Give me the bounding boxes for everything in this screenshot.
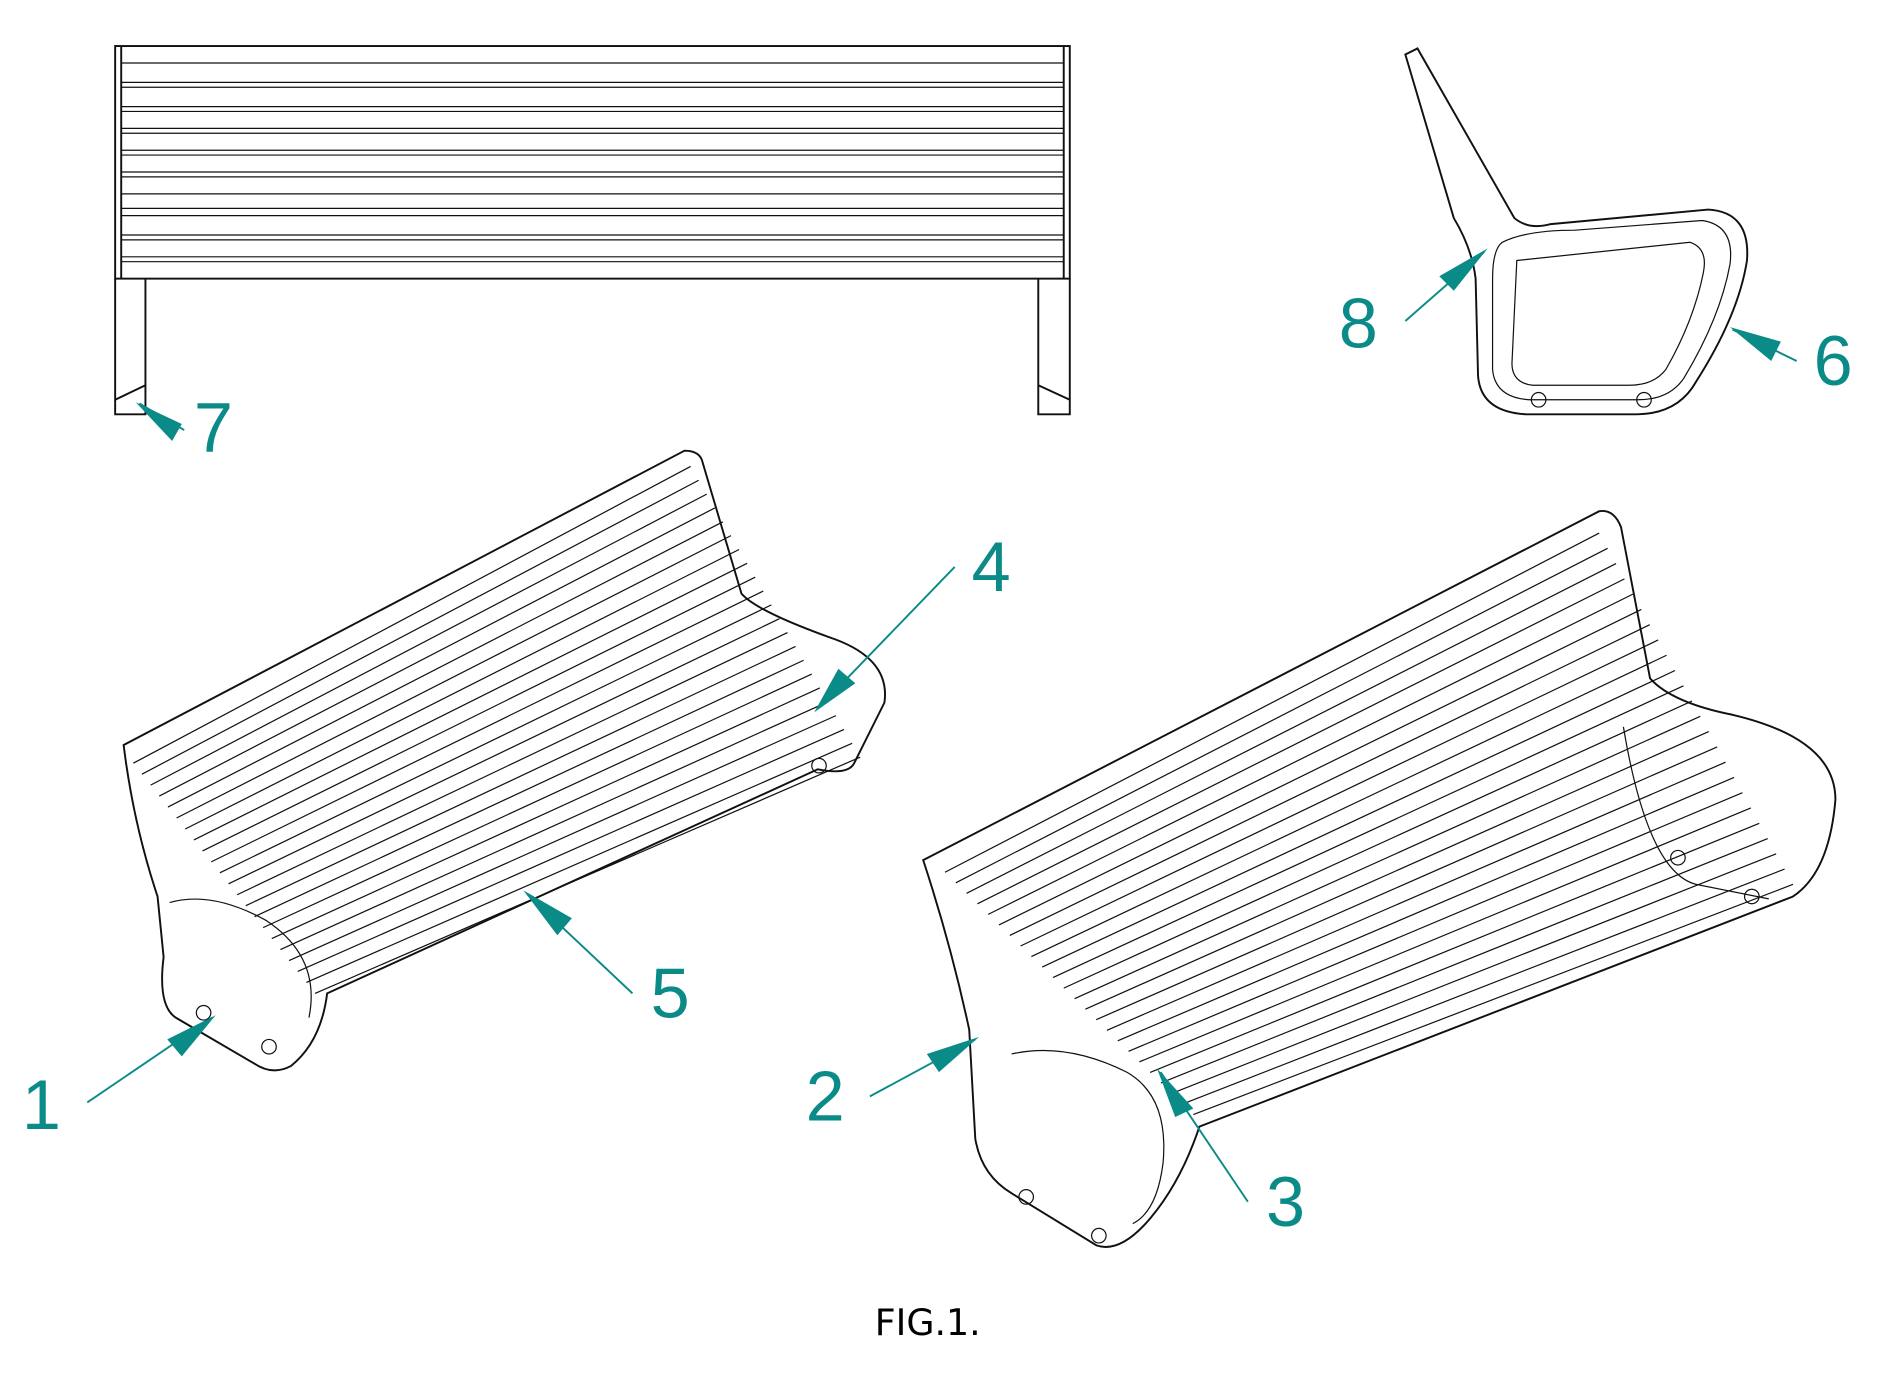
slat-line — [1052, 685, 1684, 979]
slat-line — [297, 728, 845, 973]
figure-caption: FIG.1. — [875, 1301, 981, 1344]
slat-line — [1139, 807, 1752, 1063]
slat-line — [998, 608, 1642, 926]
slat-line — [236, 632, 788, 896]
slat-line — [1149, 822, 1760, 1073]
label-2: 2 — [806, 1057, 845, 1136]
slat-line — [184, 548, 740, 830]
label-5: 5 — [651, 954, 690, 1033]
slat-line — [254, 659, 804, 918]
slat-line — [944, 532, 1600, 873]
slat-line — [133, 465, 691, 764]
reference-leaders — [86, 248, 1798, 1203]
bench-side-view — [1404, 47, 1749, 416]
slat-line — [306, 742, 853, 983]
slat-line — [1074, 715, 1701, 1000]
label-4: 4 — [972, 527, 1011, 606]
slat-line — [262, 673, 812, 929]
slat-line — [167, 521, 724, 808]
slat-line — [987, 593, 1634, 915]
label-1: 1 — [22, 1065, 61, 1144]
label-6: 6 — [1814, 321, 1853, 400]
bench-isometric-front — [122, 449, 886, 1072]
bench-front-view — [114, 45, 1071, 416]
slat-line — [966, 563, 1617, 894]
slat-line — [193, 562, 748, 841]
slat-line — [1063, 700, 1693, 989]
slat-line — [314, 756, 861, 994]
bench-isometric-rear — [922, 509, 1837, 1248]
label-8: 8 — [1339, 284, 1378, 363]
slat-line — [1128, 792, 1743, 1052]
slat-line — [141, 479, 699, 775]
slat-line — [210, 590, 764, 863]
slat-line — [228, 618, 780, 885]
slat-line — [176, 535, 732, 819]
slat-line — [977, 578, 1625, 905]
label-7: 7 — [194, 388, 233, 467]
slat-line — [280, 701, 829, 951]
slat-line — [245, 645, 796, 907]
slat-line — [150, 493, 708, 786]
slat-line — [1085, 731, 1709, 1010]
slat-line — [1171, 853, 1777, 1095]
slat-line — [271, 687, 821, 940]
slat-line — [219, 604, 772, 874]
slat-line — [1160, 837, 1768, 1084]
slat-line — [1117, 776, 1735, 1042]
slat-line — [1182, 868, 1785, 1105]
slat-line — [159, 507, 716, 797]
slat-line — [1041, 669, 1676, 968]
slat-line — [1020, 639, 1659, 947]
slat-line — [1031, 654, 1667, 958]
label-3: 3 — [1266, 1162, 1305, 1241]
slat-line — [955, 547, 1608, 884]
slat-line — [1106, 761, 1726, 1031]
slat-line — [1009, 624, 1651, 936]
slat-line — [202, 576, 756, 852]
reference-numerals: 1 2 3 4 5 6 7 8 — [22, 284, 1853, 1241]
slat-line — [288, 715, 837, 962]
slat-line — [1193, 883, 1794, 1116]
slat-line — [1095, 746, 1718, 1021]
